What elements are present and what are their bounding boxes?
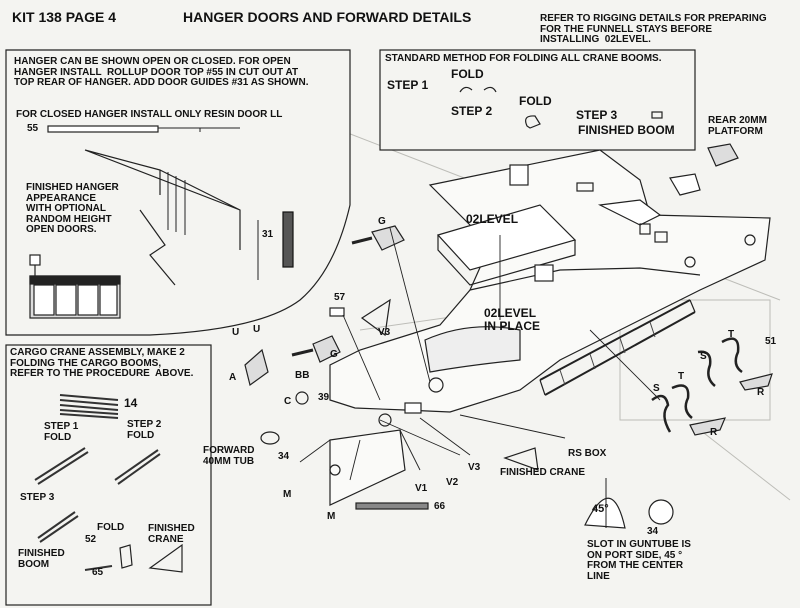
cargo-finished-boom: FINISHED BOOM (18, 548, 65, 570)
fold-step2-fold: FOLD (519, 94, 552, 108)
guntube-slot-note: SLOT IN GUNTUBE IS ON PORT SIDE, 45 ° FR… (587, 539, 691, 582)
part-bb-label: BB (295, 370, 310, 381)
part-v3-lower-label: V3 (468, 462, 481, 473)
part-t1-label: T (678, 371, 685, 382)
page-title: HANGER DOORS AND FORWARD DETAILS (183, 9, 472, 25)
forward-tub-label: FORWARD 40MM TUB (203, 445, 255, 467)
part-m1-label: M (283, 489, 292, 500)
ship-hull (244, 143, 773, 529)
hanger-instructions: HANGER CAN BE SHOWN OPEN OR CLOSED. FOR … (14, 56, 309, 88)
part-g-lower-label: G (330, 349, 338, 360)
cargo-box (5, 344, 212, 606)
cargo-crane-title: CARGO CRANE ASSEMBLY, MAKE 2 FOLDING THE… (10, 347, 194, 379)
part-v3-upper-label: V3 (378, 327, 391, 338)
part-r1-label: R (710, 427, 718, 438)
part-u2-label: U (253, 324, 261, 335)
fold-method-title: STANDARD METHOD FOR FOLDING ALL CRANE BO… (385, 53, 662, 64)
part-51-label: 51 (765, 336, 777, 347)
part-s2-label: S (700, 351, 707, 362)
part-m2-label: M (327, 511, 336, 522)
closed-hanger-note: FOR CLOSED HANGER INSTALL ONLY RESIN DOO… (16, 109, 283, 120)
hanger-box (5, 49, 351, 336)
part-34-lower-label: 34 (647, 526, 659, 537)
part-39-label: 39 (318, 392, 330, 403)
finished-crane-label: FINISHED CRANE (500, 467, 586, 478)
part-65-label: 65 (92, 567, 104, 578)
rigging-note: REFER TO RIGGING DETAILS FOR PREPARING F… (540, 13, 767, 45)
part-s1-label: S (653, 383, 660, 394)
finished-hanger-note: FINISHED HANGER APPEARANCE WITH OPTIONAL… (26, 182, 119, 235)
part-31-label: 31 (262, 229, 274, 240)
part-52-label: 52 (85, 534, 97, 545)
part-v2-label: V2 (446, 477, 459, 488)
part-u1-label: U (232, 327, 240, 338)
fold-step2: STEP 2 (451, 104, 493, 118)
cargo-step2: STEP 2 FOLD (127, 419, 162, 441)
leader-lines (299, 227, 661, 481)
level02-in-place-label: 02LEVEL IN PLACE (484, 306, 541, 333)
kit-page-label: KIT 138 PAGE 4 (12, 9, 117, 25)
cargo-step3: STEP 3 (20, 492, 55, 503)
part-g-upper-label: G (378, 216, 386, 227)
cargo-finished-crane: FINISHED CRANE (148, 523, 195, 545)
rear-platform-label: REAR 20MM PLATFORM (708, 115, 767, 137)
angle-45-label: 45° (592, 503, 609, 515)
part-c-label: C (284, 396, 292, 407)
part-14-label: 14 (124, 396, 138, 410)
part-55-label: 55 (27, 123, 39, 134)
part-66-label: 66 (434, 501, 446, 512)
part-57-label: 57 (334, 292, 346, 303)
fold-step1: STEP 1 (387, 78, 429, 92)
level02-label: 02LEVEL (466, 212, 519, 226)
part-t2-label: T (728, 329, 735, 340)
part-r2-label: R (757, 387, 765, 398)
fold-box (379, 49, 696, 151)
fold-finished-boom: FINISHED BOOM (578, 123, 675, 137)
part-v1-label: V1 (415, 483, 428, 494)
cargo-fold: FOLD (97, 522, 125, 533)
rs-box-label: RS BOX (568, 448, 607, 459)
part-a-label: A (229, 372, 237, 383)
cargo-step1: STEP 1 FOLD (44, 421, 79, 443)
part-34-upper-label: 34 (278, 451, 290, 462)
fold-step1-fold: FOLD (451, 67, 484, 81)
fold-step3: STEP 3 (576, 108, 618, 122)
